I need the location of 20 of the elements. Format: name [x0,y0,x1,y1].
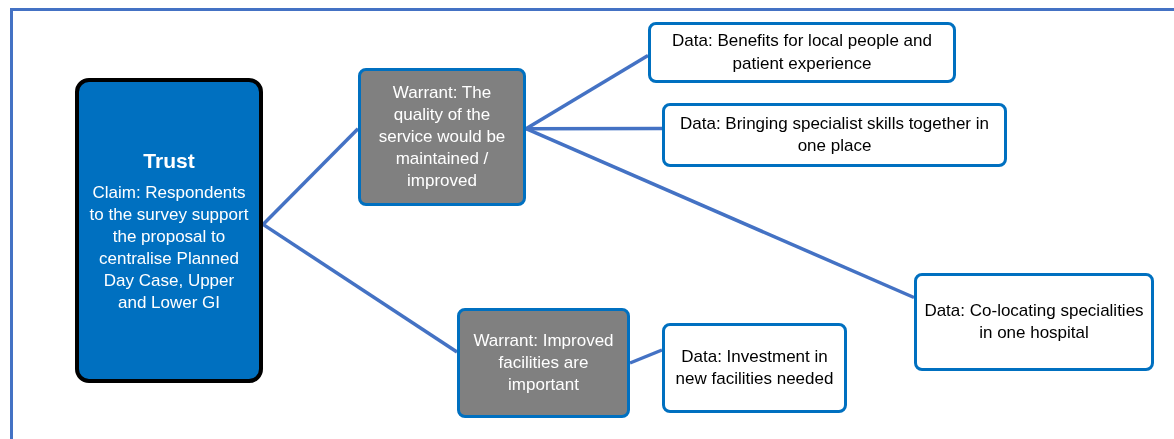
box-text: Data: Investment in new facilities needed [674,345,835,390]
connector-line [526,126,662,131]
data-box [662,103,1007,167]
warrant-box [358,68,526,206]
box-text: Claim: Respondents to the survey support the proposal to centralise Planned Day Case, Upper and Lower GI [89,181,249,315]
box-text: Warrant: The quality of the service would be maintained / improved [377,81,507,193]
box-text: Data: Benefits for local people and patient experience [671,30,933,75]
box-heading: Trust [143,147,195,174]
connector-line [262,222,458,354]
data-box [662,323,847,413]
connector-line [525,127,915,300]
connector-line [261,127,360,226]
data-box [914,273,1154,371]
box-text: Data: Bringing specialist skills together in one place [679,112,990,157]
box-text: Data: Co-locating specialities in one hospital [923,299,1145,344]
warrant-box [457,308,630,418]
data-box [648,22,956,83]
connector-line [629,348,663,365]
box-text: Warrant: Improved facilities are important [472,329,615,397]
claim-box [75,78,263,383]
